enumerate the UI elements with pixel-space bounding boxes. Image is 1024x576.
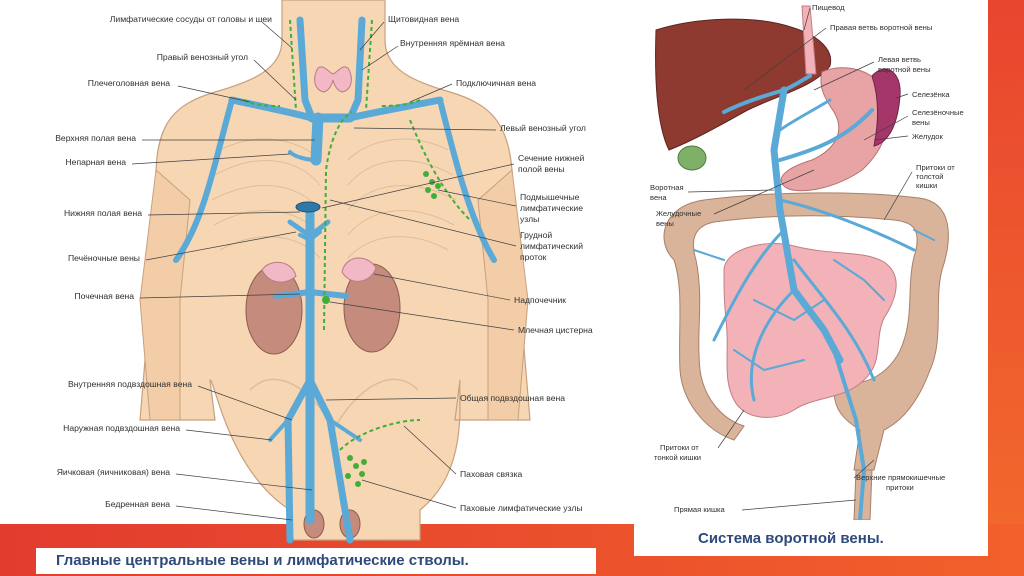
- label-lymph-head-neck: Лимфатические сосуды от головы и шеи: [110, 14, 272, 24]
- label-thoracic-duct-line1: Грудной: [520, 230, 552, 240]
- label-splenic-veins-line1: Селезёночные: [912, 108, 964, 117]
- label-femoral-vein: Бедренная вена: [105, 499, 170, 509]
- label-ivc-section-line1: Сечение нижней: [518, 153, 584, 163]
- label-colon-tributaries-line2: толстой: [916, 172, 944, 181]
- label-svc: Верхняя полая вена: [55, 133, 136, 143]
- labels-portal: Пищевод Правая ветвь воротной вены Левая…: [650, 3, 964, 514]
- spleen: [871, 68, 901, 147]
- thyroid: [314, 66, 352, 93]
- label-spleen: Селезёнка: [912, 90, 950, 99]
- left-adrenal: [341, 257, 377, 282]
- label-stomach: Желудок: [912, 132, 944, 141]
- label-splenic-veins-line2: вены: [912, 118, 930, 127]
- label-adrenal-gland: Надпочечник: [514, 295, 566, 305]
- label-ivc: Нижняя полая вена: [64, 208, 142, 218]
- label-small-intestine-tributaries-line2: тонкой кишки: [654, 453, 701, 462]
- lymph-nodes: [322, 171, 441, 487]
- label-axillary-nodes-line2: лимфатические: [520, 203, 583, 213]
- label-hepatic-veins: Печёночные вены: [68, 253, 140, 263]
- right-caption: Система воротной вены.: [698, 530, 884, 547]
- labels-left: Лимфатические сосуды от головы и шеи Пра…: [55, 14, 272, 509]
- label-axillary-nodes-line3: узлы: [520, 214, 539, 224]
- label-brachiocephalic-vein: Плечеголовная вена: [88, 78, 170, 88]
- label-rectum: Прямая кишка: [674, 505, 726, 514]
- right-adrenal: [261, 261, 297, 283]
- leader-lines-right: [687, 7, 913, 511]
- label-colon-tributaries-line3: кишки: [916, 181, 937, 190]
- label-external-iliac-vein: Наружная подвздошная вена: [63, 423, 180, 433]
- label-subclavian-vein: Подключичная вена: [456, 78, 536, 88]
- left-arm: [477, 168, 529, 421]
- red-side-band: [988, 0, 1024, 576]
- label-right-portal-branch: Правая ветвь воротной вены: [830, 23, 932, 32]
- label-inguinal-lymph-nodes: Паховые лимфатические узлы: [460, 503, 583, 513]
- label-testicular-vein: Яичковая (яичниковая) вена: [57, 467, 171, 477]
- label-superior-rectal-line2: притоки: [886, 483, 914, 492]
- label-esophagus: Пищевод: [812, 3, 845, 12]
- label-gastric-veins-line2: вены: [656, 219, 674, 228]
- ivc-cross-section: [295, 201, 321, 213]
- gallbladder: [677, 145, 707, 171]
- label-left-portal-branch-line1: Левая ветвь: [878, 55, 921, 64]
- central-veins-diagram: Лимфатические сосуды от головы и шеи Пра…: [55, 0, 593, 544]
- label-thyroid-vein: Щитовидная вена: [388, 14, 459, 24]
- label-thoracic-duct-line2: лимфатический: [520, 241, 583, 251]
- label-thoracic-duct-line3: проток: [520, 252, 547, 262]
- portal-veins: [693, 74, 935, 520]
- right-caption-box: [634, 520, 988, 556]
- label-gastric-veins-line1: Желудочные: [656, 209, 701, 218]
- label-portal-vein-line2: вена: [650, 193, 667, 202]
- label-internal-iliac-vein: Внутренняя подвздошная вена: [68, 379, 192, 389]
- label-axillary-nodes-line1: Подмышечные: [520, 192, 580, 202]
- right-arm: [139, 168, 191, 421]
- label-cisterna-chyli: Млечная цистерна: [518, 325, 593, 335]
- label-small-intestine-tributaries-line1: Притоки от: [660, 443, 699, 452]
- label-superior-rectal-line1: Верхние прямокишечные: [856, 473, 945, 482]
- label-right-venous-angle: Правый венозный угол: [157, 52, 248, 62]
- portal-vein-diagram: Пищевод Правая ветвь воротной вены Левая…: [650, 3, 964, 520]
- label-common-iliac-vein: Общая подвздошная вена: [460, 393, 565, 403]
- label-renal-vein: Почечная вена: [74, 291, 134, 301]
- label-ivc-section-line2: полой вены: [518, 164, 565, 174]
- colon: [663, 192, 949, 471]
- left-caption-box: [36, 548, 596, 574]
- label-left-portal-branch-line2: воротной вены: [878, 65, 931, 74]
- label-internal-jugular-vein: Внутренняя ярёмная вена: [400, 38, 505, 48]
- labels-right: Щитовидная вена Внутренняя ярёмная вена …: [388, 14, 593, 513]
- label-portal-vein-line1: Воротная: [650, 183, 684, 192]
- label-azygos-vein: Непарная вена: [65, 157, 126, 167]
- small-intestine: [723, 243, 897, 418]
- esophagus: [801, 5, 817, 75]
- leader-lines: [131, 21, 517, 521]
- label-inguinal-ligament: Паховая связка: [460, 469, 523, 479]
- left-caption: Главные центральные вены и лимфатические…: [56, 552, 469, 569]
- label-left-venous-angle: Левый венозный угол: [500, 123, 586, 133]
- label-colon-tributaries-line1: Притоки от: [916, 163, 955, 172]
